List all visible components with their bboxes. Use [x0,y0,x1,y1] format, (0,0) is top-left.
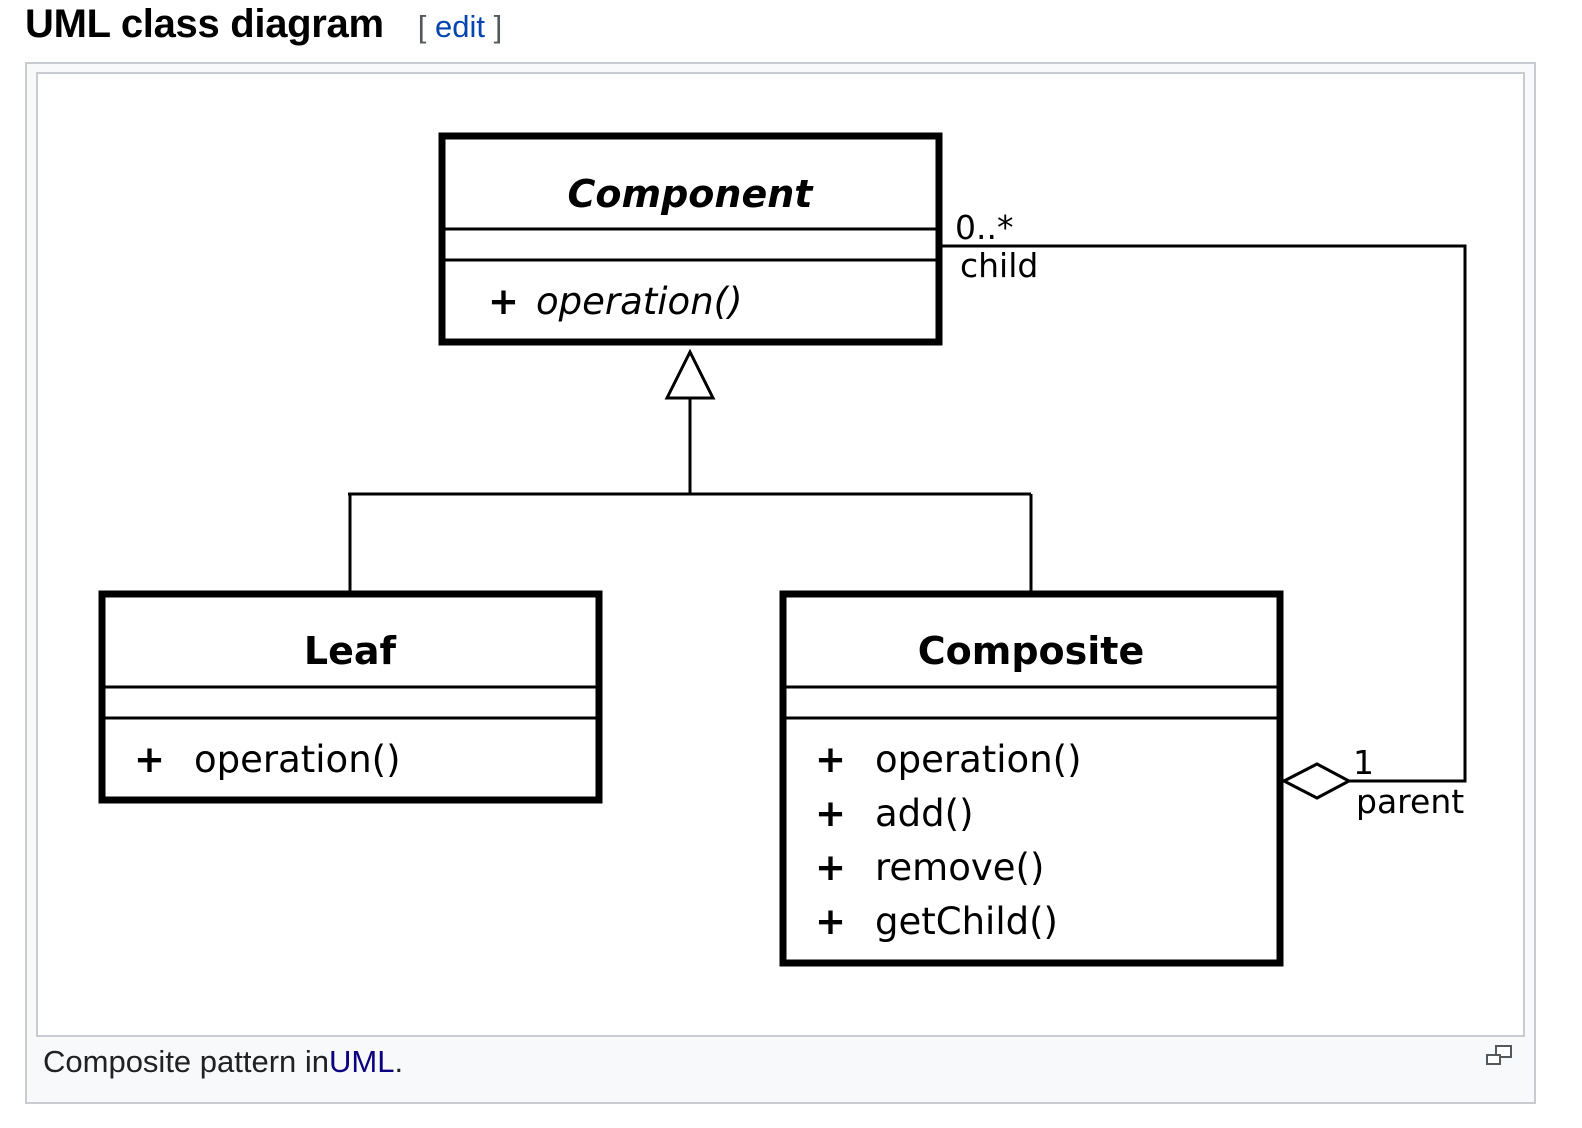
section-heading: UML class diagram [ edit ] [25,2,502,52]
class-component-name: Component [568,172,815,216]
edit-link[interactable]: edit [435,9,485,44]
magnify-icon[interactable] [1484,1044,1514,1068]
thumbnail-frame: Component + operation() Leaf + operation… [25,62,1536,1104]
aggregation-diamond-icon [1280,762,1353,800]
inheritance-arrow-icon [664,348,716,400]
class-leaf-method-0: operation() [194,738,401,781]
parent-role: parent [1356,782,1464,821]
class-composite-method-0: operation() [875,738,1082,781]
class-component-method-visibility: + [488,280,519,323]
generalization [348,348,1033,591]
child-role: child [960,246,1038,285]
child-multiplicity: 0..* [955,208,1013,247]
aggregation-line [942,244,1467,783]
aggregation: 0..* child 1 parent [942,208,1467,821]
uml-diagram: Component + operation() Leaf + operation… [98,132,1467,967]
class-component: Component + operation() [438,132,943,346]
class-composite-name: Composite [918,629,1144,673]
class-composite-box [779,590,1284,967]
section-title: UML class diagram [25,2,384,46]
class-leaf-box [98,590,603,804]
class-composite-method-1: add() [875,792,974,835]
class-composite-method-visibility: + [815,900,846,943]
parent-multiplicity: 1 [1353,743,1374,782]
caption-uml-link[interactable]: UML [329,1044,395,1079]
class-composite-method-2: remove() [875,846,1044,889]
caption-text: Composite pattern in [43,1044,330,1079]
class-composite-method-visibility: + [815,738,846,781]
magnify-icon-glyph [1486,1045,1512,1065]
class-component-method-0: operation() [536,280,743,323]
class-leaf-method-visibility: + [134,738,165,781]
class-composite: Composite + operation() + add() + remove… [779,590,1284,967]
class-leaf-name: Leaf [304,629,397,673]
class-composite-method-visibility: + [815,792,846,835]
edit-bracket-close: ] [493,9,503,44]
edit-section: [ edit ] [418,9,502,45]
class-leaf: Leaf + operation() [98,590,603,804]
class-component-box [438,132,943,346]
class-composite-method-visibility: + [815,846,846,889]
edit-bracket-open: [ [417,9,427,44]
caption-period: . [394,1044,404,1079]
class-composite-method-3: getChild() [875,900,1058,943]
diagram-image[interactable]: Component + operation() Leaf + operation… [36,72,1525,1037]
thumbnail-caption: Composite pattern in UML. [43,1044,403,1080]
